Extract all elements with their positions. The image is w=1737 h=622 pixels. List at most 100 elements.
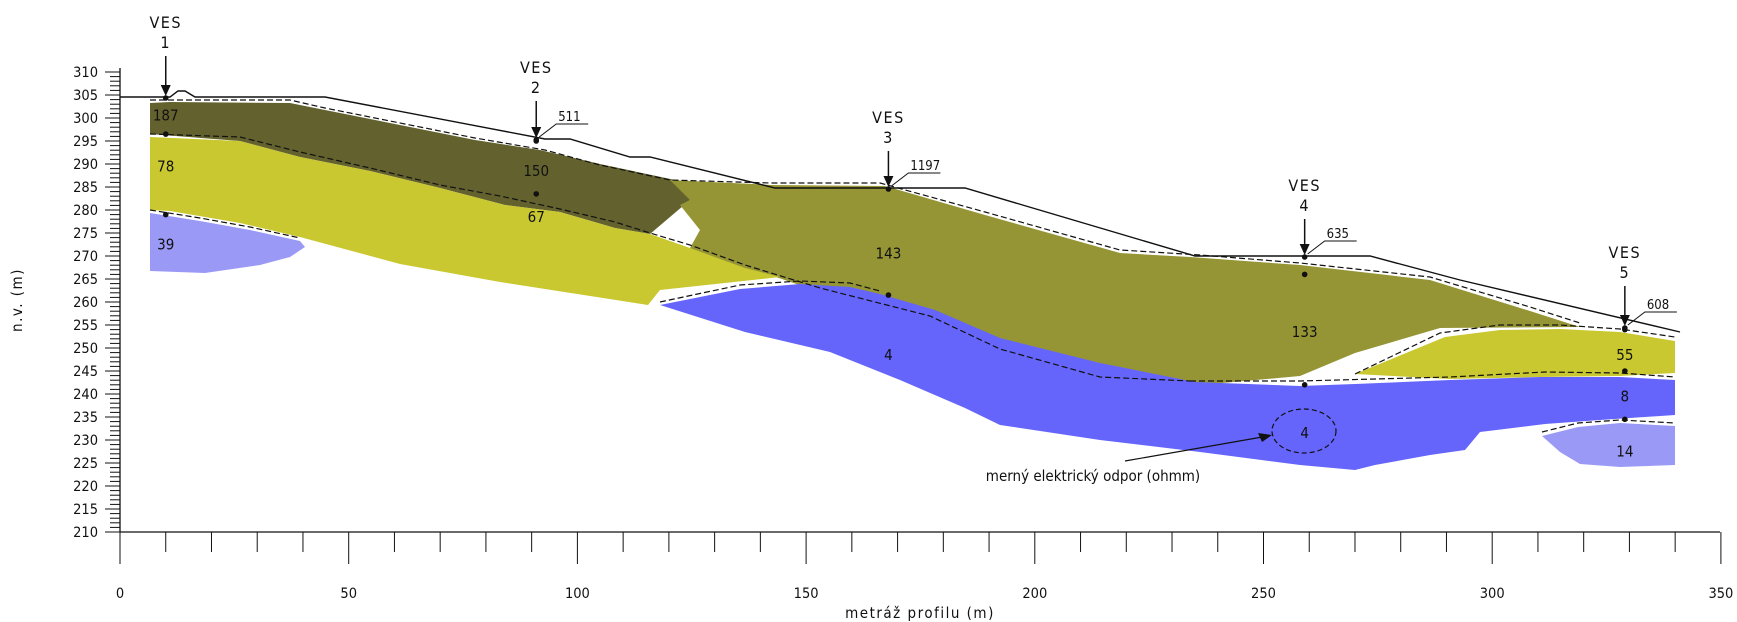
ves-arrow-head: [1619, 315, 1630, 326]
x-tick-label: 50: [340, 586, 357, 602]
ves-name: VES: [872, 108, 905, 127]
surface-value-leader: [538, 123, 589, 138]
y-tick-label: 255: [73, 318, 98, 334]
y-tick-label: 270: [73, 249, 98, 265]
ground-surface: [120, 90, 1681, 333]
layer-yellow-green-lower: [1355, 329, 1675, 379]
ves-number: 2: [531, 78, 542, 97]
x-tick-label: 300: [1480, 586, 1505, 602]
x-tick-label: 100: [565, 586, 590, 602]
ves-name: VES: [520, 58, 553, 77]
resistivity-label: 67: [528, 208, 545, 226]
y-tick-label: 260: [73, 295, 98, 311]
resistivity-label: 78: [157, 157, 174, 175]
resistivity-label: 8: [1621, 387, 1630, 405]
resistivity-label: 4: [1300, 424, 1309, 442]
surface-resistivity-label: 1197: [910, 159, 940, 174]
y-tick-label: 210: [73, 525, 98, 541]
surface-resistivity-label: 511: [558, 110, 580, 125]
layer-yellow-green-upper: [150, 137, 780, 305]
y-tick-label: 300: [73, 111, 98, 127]
layer-blue: [660, 284, 1675, 470]
layer-light-blue-right: [1542, 423, 1675, 467]
resistivity-label: 143: [876, 245, 902, 263]
layer-interface-point: [162, 211, 169, 218]
ves-point: [1301, 254, 1308, 260]
layer-interface-point: [1622, 326, 1628, 333]
surface-resistivity-label: 635: [1327, 227, 1349, 242]
surface-value-leader: [1627, 311, 1677, 326]
layer-interface-point: [533, 138, 540, 144]
y-tick-label: 275: [73, 226, 98, 242]
callout-arrow-head: [1258, 433, 1272, 442]
ves-number: 1: [160, 33, 171, 52]
ves-number: 5: [1620, 263, 1631, 282]
ves-point: [162, 95, 169, 101]
resistivity-label: 133: [1292, 323, 1318, 341]
ves-arrow-head: [883, 176, 894, 187]
callout-ellipse: [1271, 408, 1337, 454]
resistivity-label: 4: [884, 346, 893, 364]
y-tick-label: 310: [73, 65, 98, 81]
layer-olive: [670, 180, 1580, 385]
resistivity-label: 187: [153, 107, 179, 125]
x-tick-label: 250: [1251, 586, 1276, 602]
x-axis-label: metráž profilu (m): [845, 604, 995, 622]
layer-interface-point: [1301, 382, 1308, 388]
surface-resistivity-label: 608: [1647, 298, 1669, 313]
y-tick-label: 225: [73, 456, 98, 472]
ves-point: [885, 186, 892, 192]
x-tick-label: 0: [116, 586, 124, 602]
y-tick-label: 240: [73, 387, 98, 403]
resistivity-label: 150: [523, 162, 549, 180]
y-axis-ticks: 310 305 300 295 290 285 280 275 270 265 260 255 250 2…: [73, 65, 120, 541]
y-tick-label: 295: [73, 134, 98, 150]
x-tick-label: 350: [1708, 586, 1733, 602]
y-tick-label: 305: [73, 88, 98, 104]
y-tick-label: 215: [73, 502, 98, 518]
ves-arrow-head: [1299, 244, 1310, 255]
layer-dark-olive: [150, 102, 690, 234]
resistivity-callout: merný elektrický odpor (ohmm): [986, 408, 1337, 485]
layer-interface-point: [1622, 368, 1628, 374]
layer-interface-point: [885, 292, 892, 298]
layer-boundaries: [149, 99, 1676, 433]
resistivity-label: 55: [1616, 346, 1633, 364]
ves-number: 4: [1299, 196, 1310, 215]
resistivity-labels: 187 78 39 150 67 143 4 133 4 55 8 14: [153, 107, 1634, 461]
y-tick-label: 235: [73, 410, 98, 426]
annotation-text: merný elektrický odpor (ohmm): [986, 467, 1200, 485]
callout-arrow-line: [1124, 435, 1269, 462]
ves-name: VES: [1288, 176, 1321, 195]
y-tick-label: 250: [73, 341, 98, 357]
y-tick-label: 265: [73, 272, 98, 288]
y-axis-label: n.v. (m): [8, 268, 26, 332]
y-tick-label: 245: [73, 364, 98, 380]
y-tick-label: 220: [73, 479, 98, 495]
ves-arrow-head: [160, 85, 171, 96]
y-tick-label: 280: [73, 203, 98, 219]
ves-arrow-head: [531, 127, 542, 138]
layer-bodies: [150, 102, 1675, 470]
x-tick-label: 200: [1022, 586, 1047, 602]
y-tick-label: 285: [73, 180, 98, 196]
surface-value-leader: [1307, 240, 1357, 255]
resistivity-label: 14: [1616, 443, 1633, 461]
layer-interface-point: [1301, 271, 1308, 278]
surface-value-leader: [891, 172, 941, 187]
layer-interface-point: [1622, 416, 1628, 423]
resistivity-label: 39: [157, 236, 174, 254]
layer-interface-point: [533, 191, 540, 197]
y-tick-label: 290: [73, 157, 98, 173]
layer-interface-point: [162, 131, 169, 137]
ves-name: VES: [1609, 243, 1642, 262]
ves-number: 3: [883, 128, 894, 147]
